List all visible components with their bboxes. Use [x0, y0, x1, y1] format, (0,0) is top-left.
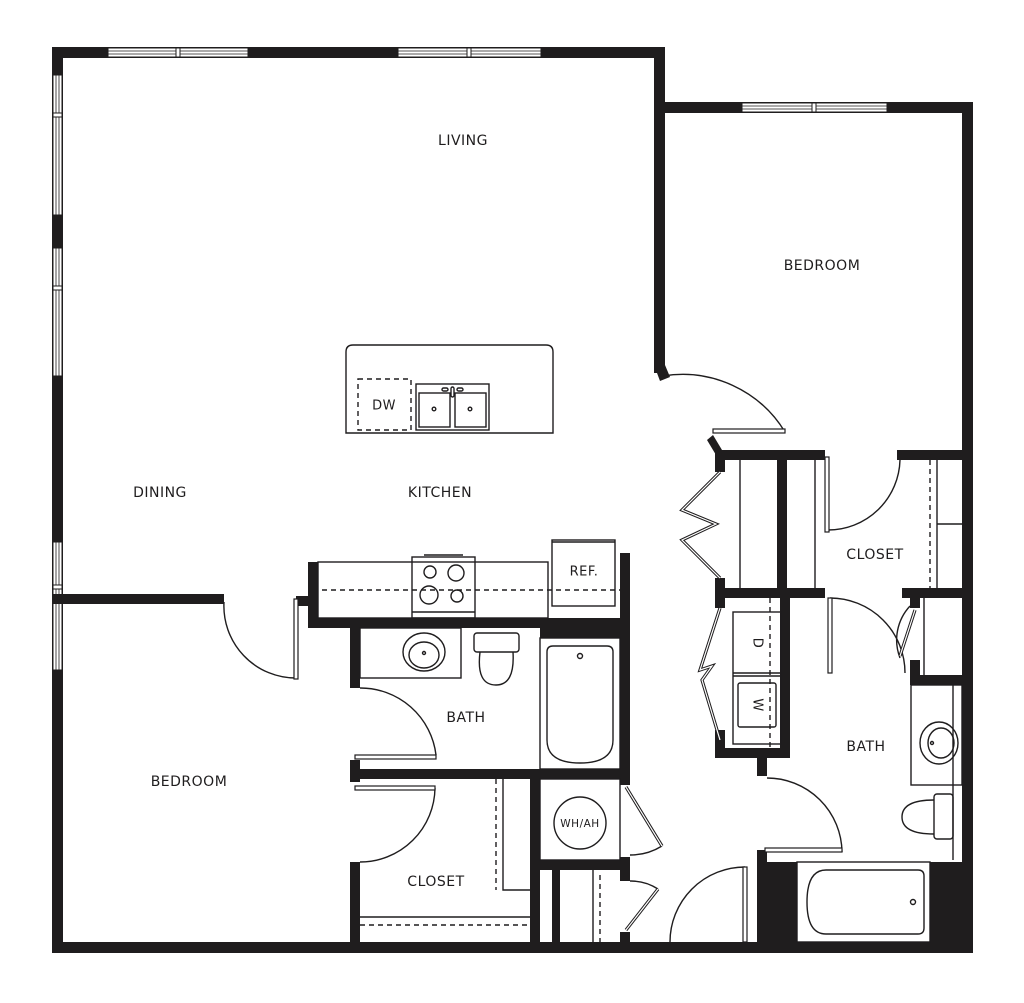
door-wh	[624, 786, 664, 856]
door-closet-second	[354, 785, 436, 863]
room-labels: LIVING BEDROOM DINING KITCHEN CLOSET BAT…	[133, 133, 903, 890]
window-living-1	[107, 47, 249, 58]
label-refrigerator: REF.	[570, 565, 599, 580]
exterior-walls	[52, 47, 973, 953]
door-bedroom-second	[223, 598, 299, 680]
door-laundry-bifold	[697, 607, 722, 741]
label-bath-main: BATH	[446, 710, 485, 726]
bath-main-fixtures	[359, 627, 621, 770]
windows	[52, 47, 888, 671]
label-bath-second: BATH	[846, 739, 885, 755]
door-bath-cabinet	[895, 605, 917, 659]
door-bath-second	[827, 597, 906, 674]
door-bedroom-main	[662, 373, 786, 434]
bath-second-fixtures	[796, 684, 963, 943]
kitchen-counter	[317, 539, 620, 619]
label-water-heater: WH/AH	[560, 818, 599, 830]
door-linen	[624, 880, 660, 931]
door-bath-second-lower	[764, 777, 843, 853]
label-dryer: D	[750, 638, 765, 649]
shelving	[360, 460, 962, 942]
label-closet-second: CLOSET	[407, 874, 464, 890]
window-living-2	[397, 47, 542, 58]
window-left-1	[52, 74, 63, 216]
window-left-2	[52, 247, 63, 377]
label-kitchen: KITCHEN	[408, 485, 472, 501]
label-dining: DINING	[133, 485, 187, 501]
door-bath-main	[354, 687, 437, 760]
window-left-3	[52, 541, 63, 671]
kitchen-island	[345, 344, 554, 434]
window-bedroom-top	[741, 102, 888, 113]
fixture-labels: DW REF. D W WH/AH	[372, 399, 764, 831]
doors	[223, 373, 917, 943]
label-washer: W	[750, 698, 765, 711]
door-linen-bifold	[679, 470, 722, 580]
door-entry	[669, 866, 748, 943]
water-heater	[539, 778, 621, 861]
label-dishwasher: DW	[372, 399, 396, 414]
label-living: LIVING	[438, 133, 488, 149]
label-bedroom-main: BEDROOM	[784, 258, 861, 274]
interior-walls	[52, 365, 973, 952]
label-bedroom-second: BEDROOM	[151, 774, 228, 790]
laundry	[732, 598, 782, 748]
door-closet-main	[824, 456, 901, 533]
label-closet-main: CLOSET	[846, 547, 903, 563]
